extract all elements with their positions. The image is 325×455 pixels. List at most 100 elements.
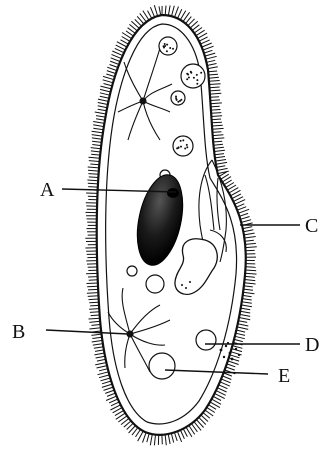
cilium — [102, 384, 112, 387]
cilium — [93, 122, 104, 124]
cilium — [229, 358, 239, 361]
cilium — [211, 110, 221, 111]
vacuole-particle — [180, 99, 182, 101]
label-e: E — [278, 365, 290, 387]
cilium — [88, 187, 98, 188]
cilium — [212, 128, 223, 129]
cilium — [244, 233, 255, 235]
cilium — [243, 230, 253, 232]
cilium — [200, 40, 209, 44]
cilium — [159, 6, 161, 15]
cilium — [245, 243, 256, 244]
cilium — [148, 11, 152, 19]
cilium — [236, 333, 245, 335]
cilium — [213, 396, 221, 400]
cilium — [154, 435, 155, 446]
cilium — [97, 359, 106, 361]
cilium — [245, 280, 256, 281]
cilium — [93, 125, 104, 127]
cilium — [106, 74, 115, 77]
cilium — [243, 227, 252, 229]
vacuole-particle — [177, 101, 179, 103]
cilium — [105, 390, 114, 393]
cilium — [91, 154, 100, 155]
cilium — [99, 375, 109, 378]
cilium — [87, 283, 98, 284]
cilium — [100, 93, 110, 95]
cilium — [245, 276, 255, 277]
vacuole-particle — [186, 78, 188, 80]
cilium — [241, 308, 251, 310]
cilium — [212, 119, 222, 120]
cilium — [210, 100, 220, 101]
cilium — [243, 295, 252, 296]
vacuole-particle — [187, 74, 189, 76]
cilium — [210, 97, 219, 98]
cilium — [89, 321, 100, 322]
vacuole-particle — [196, 83, 198, 85]
cilium — [89, 309, 99, 310]
cilium — [245, 273, 256, 274]
cilium — [244, 289, 254, 290]
cilium — [88, 296, 99, 297]
cilium — [211, 103, 222, 104]
label-b: B — [12, 321, 25, 343]
label-a: A — [40, 179, 55, 201]
cilium — [92, 131, 103, 133]
cilium — [92, 138, 102, 139]
cilium — [165, 6, 166, 16]
cilium — [90, 305, 99, 306]
cilium — [101, 378, 111, 381]
cilium — [209, 77, 219, 78]
cilium — [214, 150, 225, 151]
label-c: C — [305, 215, 318, 237]
cilium — [89, 161, 100, 162]
cilium — [90, 312, 100, 313]
cilium — [212, 122, 222, 123]
cilium — [228, 361, 239, 365]
cilium — [216, 166, 225, 168]
cilium — [213, 135, 224, 136]
vacuole-particle — [200, 72, 202, 74]
cilium — [92, 340, 103, 342]
cilium — [207, 64, 216, 66]
cilium — [224, 373, 232, 376]
cilium — [226, 367, 235, 370]
vacuole-particle — [180, 146, 182, 148]
cilium — [96, 119, 105, 121]
cilium — [89, 318, 100, 319]
cilium — [147, 433, 149, 442]
cilium — [240, 314, 251, 316]
cilium — [103, 80, 113, 83]
cilium — [136, 429, 141, 437]
cilium — [110, 61, 119, 64]
vacuole-particle — [186, 146, 188, 148]
cilium — [92, 145, 101, 146]
cilium — [244, 283, 255, 284]
cilium — [87, 293, 98, 294]
vacuole-particle — [186, 144, 188, 146]
cilium — [202, 43, 212, 47]
cilium — [178, 9, 182, 18]
cilium — [174, 432, 177, 441]
cilium — [121, 40, 129, 44]
cilium — [89, 177, 99, 178]
cilium — [90, 164, 99, 165]
cilium — [99, 369, 108, 371]
vacuole-particle — [196, 79, 198, 81]
vacuole-particle — [175, 97, 177, 99]
cilium — [183, 429, 187, 437]
vacuole-particle — [172, 48, 174, 50]
cilium — [243, 292, 254, 293]
cilium — [239, 213, 248, 216]
cilium — [100, 96, 109, 98]
cilium — [239, 318, 250, 320]
cilium — [246, 267, 256, 268]
cilium — [93, 128, 103, 130]
cilium — [206, 56, 217, 59]
vacuole-particle — [193, 77, 195, 79]
cilium — [89, 157, 100, 158]
cilium — [87, 180, 98, 181]
cilium — [100, 89, 111, 92]
